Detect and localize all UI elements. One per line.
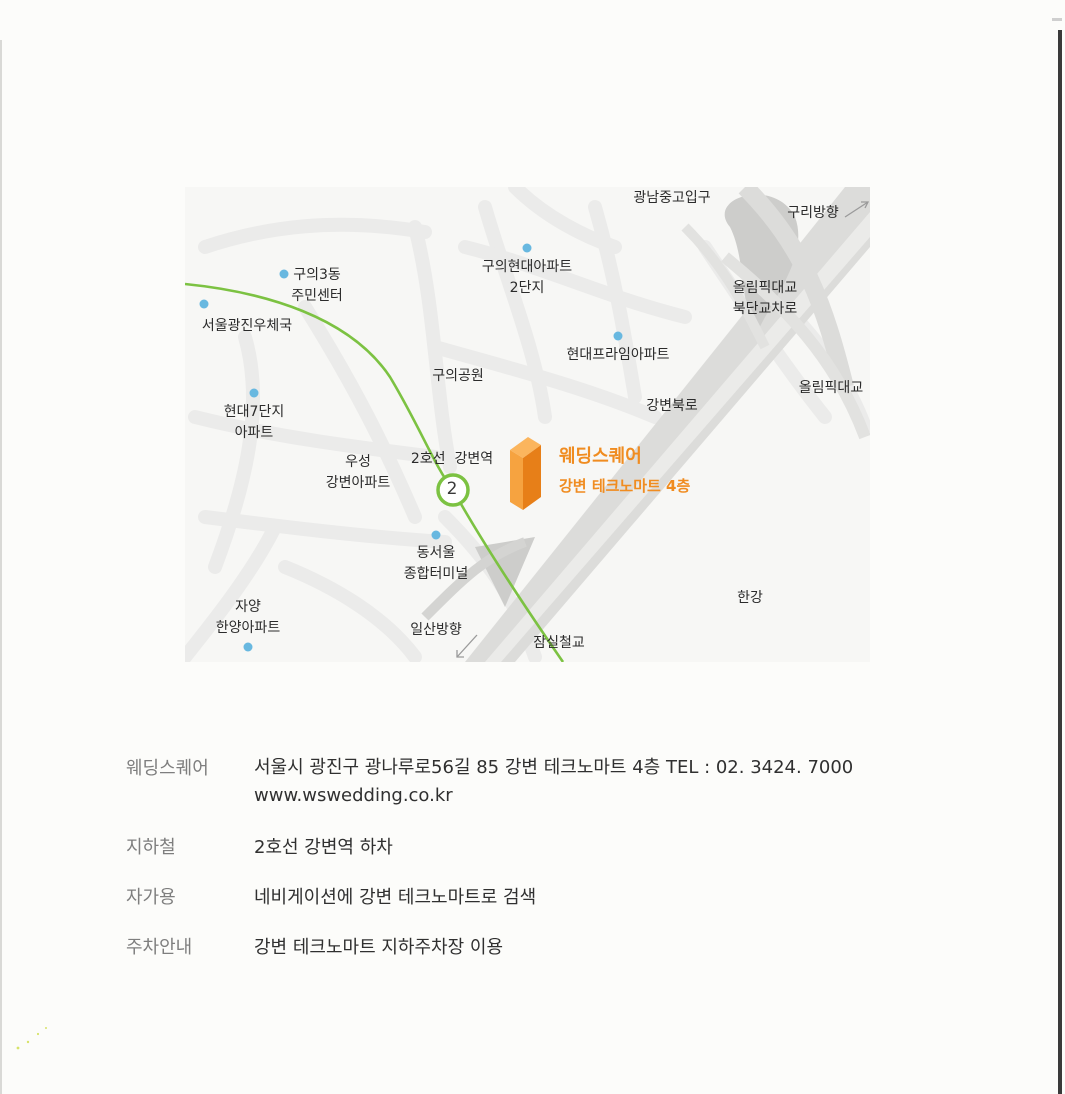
poi-dot bbox=[199, 299, 209, 309]
label-hyundai7: 현대7단지 아파트 bbox=[223, 404, 285, 441]
info-car: 네비게이션에 강변 테크노마트로 검색 bbox=[254, 887, 537, 908]
info-label-parking: 주차안내 bbox=[126, 937, 193, 958]
label-olympic-bridge: 올림픽대교 bbox=[798, 380, 864, 396]
venue-location: 강변 테크노마트 4층 bbox=[559, 477, 691, 495]
poi-dot bbox=[522, 243, 532, 253]
label-guui-hyundai: 구의현대아파트 2단지 bbox=[481, 259, 573, 296]
venue-building bbox=[510, 437, 541, 510]
info-website[interactable]: www.wswedding.co.kr bbox=[254, 785, 453, 806]
venue-name: 웨딩스퀘어 bbox=[559, 446, 642, 467]
label-ilsan-direction: 일산방향 bbox=[410, 622, 462, 638]
subway-line-2 bbox=[185, 282, 565, 662]
info-label-car: 자가용 bbox=[126, 887, 176, 908]
page-left-edge bbox=[0, 40, 2, 1094]
label-guri-direction: 구리방향 bbox=[787, 205, 839, 221]
subway-station-marker bbox=[436, 473, 470, 507]
label-gwangnam-school: 광남중고입구 bbox=[633, 190, 711, 206]
label-jayang: 자양 한양아파트 bbox=[215, 599, 281, 636]
map-roads bbox=[185, 187, 870, 662]
label-hyundai-prime: 현대프라임아파트 bbox=[566, 347, 670, 363]
page-right-edge bbox=[1058, 30, 1062, 1094]
label-jamsil-bridge: 잠실철교 bbox=[533, 635, 585, 651]
label-guui-park: 구의공원 bbox=[432, 368, 484, 384]
poi-dot bbox=[279, 269, 289, 279]
label-dongseoul-terminal: 동서울 종합터미널 bbox=[403, 545, 469, 582]
info-label-venue: 웨딩스퀘어 bbox=[126, 758, 209, 779]
info-label-subway: 지하철 bbox=[126, 837, 176, 858]
poi-dot bbox=[249, 388, 259, 398]
info-subway: 2호선 강변역 하차 bbox=[254, 837, 393, 858]
label-post-office: 서울광진우체국 bbox=[201, 318, 293, 334]
label-gangbyeon-buk-ro: 강변북로 bbox=[646, 398, 698, 414]
label-station: 2호선 강변역 bbox=[410, 451, 494, 467]
page-edge-mark bbox=[1052, 18, 1062, 21]
scan-speckle bbox=[16, 1027, 47, 1050]
subway-line-number: 2 bbox=[446, 479, 458, 499]
info-address: 서울시 광진구 광나루로56길 85 강변 테크노마트 4층 TEL : 02.… bbox=[254, 757, 854, 778]
info-parking: 강변 테크노마트 지하주차장 이용 bbox=[254, 937, 504, 958]
label-woosung: 우성 강변아파트 bbox=[325, 454, 391, 491]
poi-dot bbox=[613, 331, 623, 341]
location-map[interactable]: 광남중고입구 구리방향 올림픽대교 북단교차로 올림픽대교 구의3동 주민센터 … bbox=[185, 187, 870, 662]
label-guui3dong: 구의3동 주민센터 bbox=[291, 267, 343, 304]
label-hangang: 한강 bbox=[737, 590, 763, 606]
label-olympic-bridge-north: 올림픽대교 북단교차로 bbox=[732, 280, 798, 317]
poi-dot bbox=[431, 530, 441, 540]
poi-dot bbox=[243, 642, 253, 652]
